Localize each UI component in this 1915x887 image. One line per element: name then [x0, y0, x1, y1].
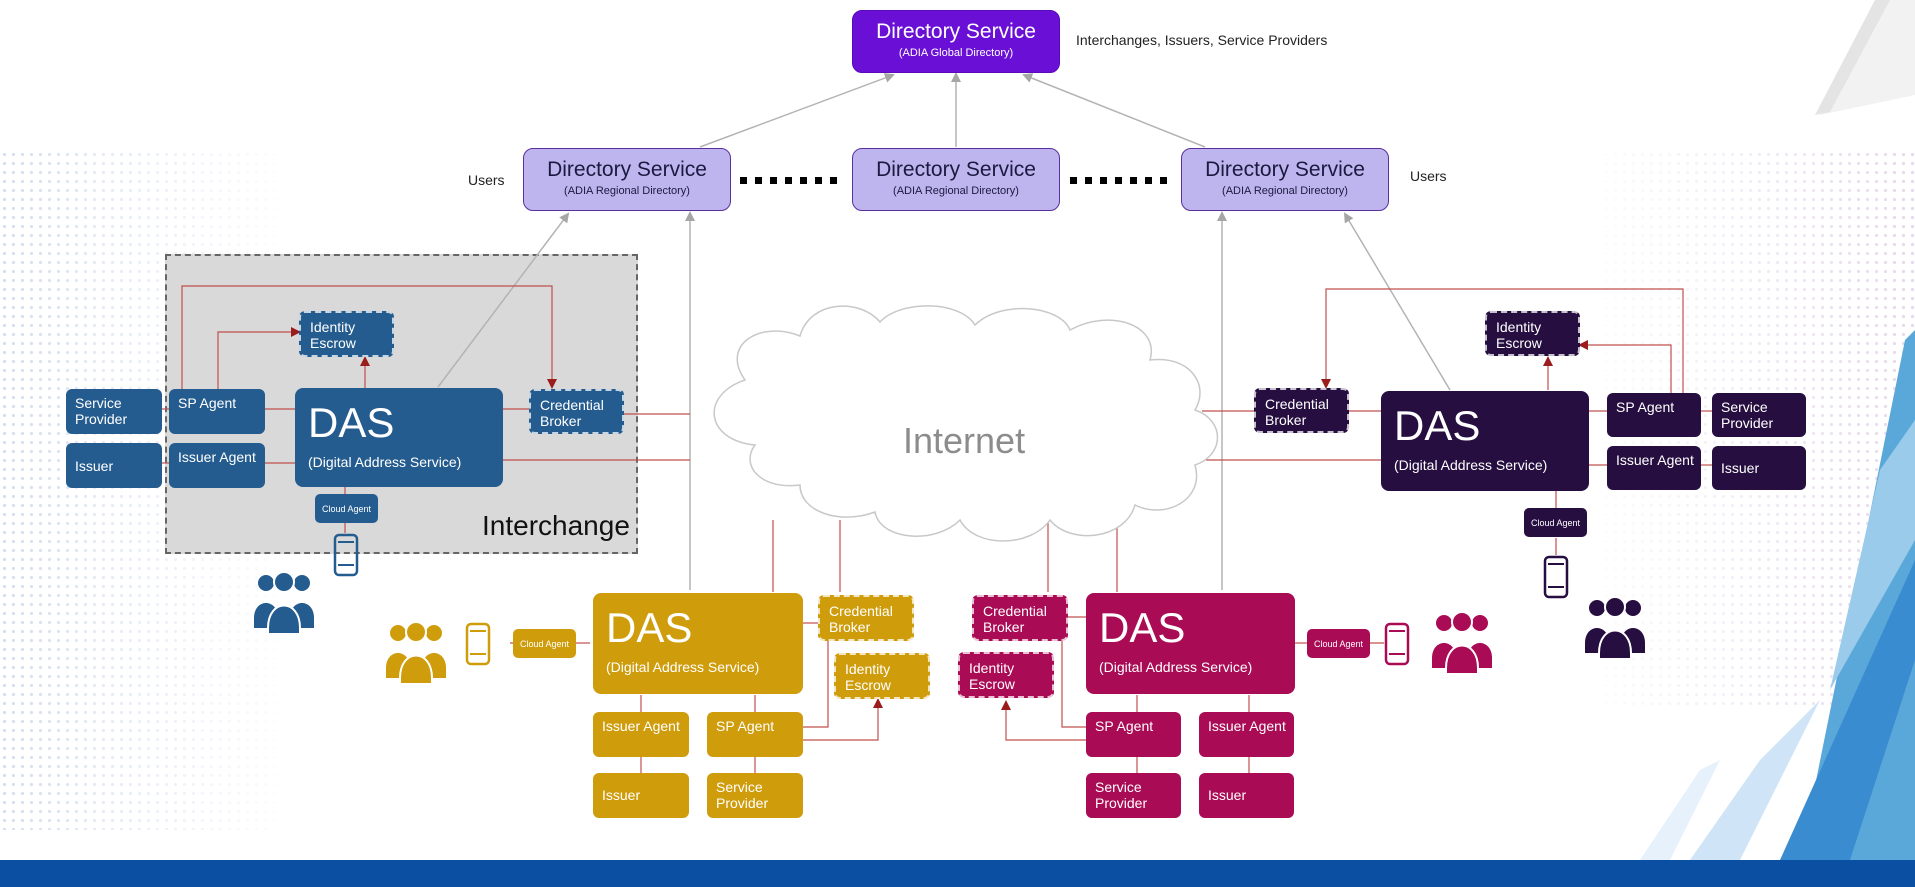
gold-cloud-agent: Cloud Agent	[513, 629, 576, 658]
magenta-users-icon	[1432, 611, 1492, 674]
regional-directory-right-title: Directory Service	[1205, 158, 1365, 181]
blue-das: DAS (Digital Address Service)	[295, 388, 503, 487]
magenta-identity-escrow: Identity Escrow	[958, 652, 1054, 698]
blue-das-subtitle: (Digital Address Service)	[308, 454, 462, 470]
purple-identity-escrow: Identity Escrow	[1485, 311, 1580, 356]
blue-sp-agent: SP Agent	[169, 389, 265, 434]
purple-phone-icon	[1543, 555, 1569, 599]
global-directory-service: Directory Service (ADIA Global Directory…	[852, 10, 1060, 73]
blue-issuer-agent: Issuer Agent	[169, 443, 265, 488]
magenta-das-title: DAS	[1099, 604, 1186, 651]
purple-issuer: Issuer	[1712, 446, 1806, 490]
internet-label: Internet	[903, 420, 1026, 461]
magenta-das-subtitle: (Digital Address Service)	[1099, 659, 1253, 675]
magenta-sp-agent: SP Agent	[1086, 712, 1181, 757]
gold-service-provider: Service Provider	[707, 773, 803, 818]
magenta-issuer: Issuer	[1199, 773, 1294, 818]
regional-directory-left-subtitle: (ADIA Regional Directory)	[564, 185, 690, 197]
gold-das-subtitle: (Digital Address Service)	[606, 659, 760, 675]
magenta-das: DAS (Digital Address Service)	[1086, 593, 1295, 694]
purple-cloud-agent: Cloud Agent	[1524, 508, 1587, 537]
purple-das-subtitle: (Digital Address Service)	[1394, 457, 1548, 473]
users-label-left: Users	[468, 172, 505, 188]
regional-directory-center-subtitle: (ADIA Regional Directory)	[893, 185, 1019, 197]
regional-directory-right: Directory Service (ADIA Regional Directo…	[1181, 148, 1389, 211]
blue-phone-icon	[333, 533, 359, 577]
regional-directory-center: Directory Service (ADIA Regional Directo…	[852, 148, 1060, 211]
blue-users-icon	[254, 571, 314, 634]
users-label-right: Users	[1410, 168, 1447, 184]
interchange-label: Interchange	[482, 510, 630, 541]
blue-credential-broker: Credential Broker	[529, 389, 624, 434]
gold-credential-broker: Credential Broker	[818, 595, 914, 641]
gold-phone-icon	[465, 622, 491, 666]
regional-directory-center-title: Directory Service	[876, 158, 1036, 181]
gold-issuer: Issuer	[593, 773, 689, 818]
blue-das-title: DAS	[308, 399, 395, 446]
magenta-service-provider: Service Provider	[1086, 773, 1181, 818]
dotted-separator-right	[1070, 177, 1167, 184]
regional-directory-left-title: Directory Service	[547, 158, 707, 181]
purple-das-title: DAS	[1394, 402, 1481, 449]
gold-identity-escrow: Identity Escrow	[834, 653, 930, 699]
dotted-separator-left	[740, 177, 837, 184]
gold-users-icon	[386, 621, 446, 684]
blue-cloud-agent: Cloud Agent	[315, 494, 378, 523]
global-directory-title: Directory Service	[876, 20, 1036, 43]
purple-users-icon	[1585, 596, 1645, 659]
magenta-cloud-agent: Cloud Agent	[1307, 629, 1370, 658]
blue-identity-escrow: Identity Escrow	[299, 311, 394, 357]
regional-directory-left: Directory Service (ADIA Regional Directo…	[523, 148, 731, 211]
gold-sp-agent: SP Agent	[707, 712, 803, 757]
purple-das: DAS (Digital Address Service)	[1381, 391, 1589, 491]
gold-das-title: DAS	[606, 604, 693, 651]
magenta-phone-icon	[1384, 622, 1410, 666]
global-directory-note: Interchanges, Issuers, Service Providers	[1076, 32, 1328, 48]
purple-service-provider: Service Provider	[1712, 393, 1806, 437]
magenta-credential-broker: Credential Broker	[972, 595, 1068, 641]
blue-service-provider: Service Provider	[66, 389, 162, 434]
purple-sp-agent: SP Agent	[1607, 393, 1701, 437]
bottom-bar	[0, 860, 1915, 887]
blue-issuer: Issuer	[66, 443, 162, 488]
global-directory-subtitle: (ADIA Global Directory)	[898, 47, 1014, 59]
gold-das: DAS (Digital Address Service)	[593, 593, 803, 694]
regional-directory-right-subtitle: (ADIA Regional Directory)	[1222, 185, 1348, 197]
purple-credential-broker: Credential Broker	[1254, 388, 1349, 433]
gold-issuer-agent: Issuer Agent	[593, 712, 689, 757]
purple-issuer-agent: Issuer Agent	[1607, 446, 1701, 490]
magenta-issuer-agent: Issuer Agent	[1199, 712, 1294, 757]
